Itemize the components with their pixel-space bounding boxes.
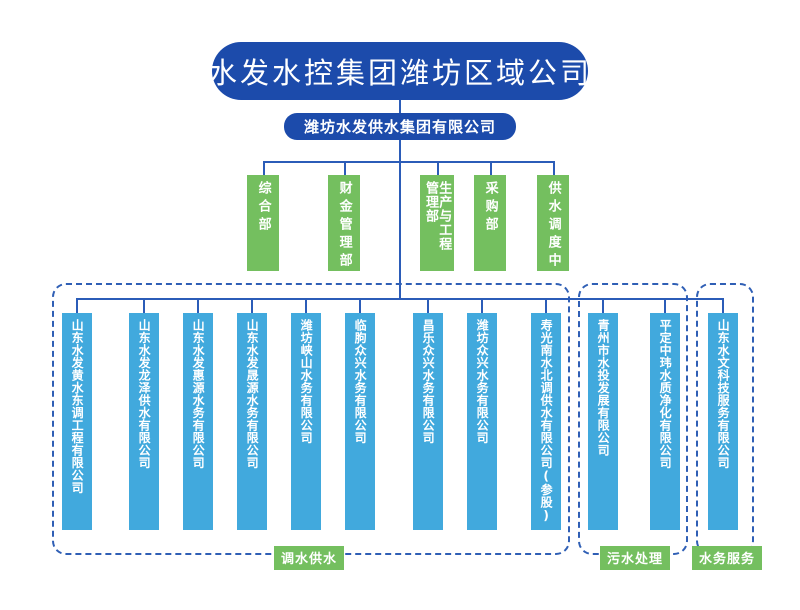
department-node-general-office[interactable]: 综合部 — [247, 175, 279, 271]
subsidiary-label: 潍坊众兴水务有限公司 — [475, 319, 490, 444]
department-label: 综合部 — [255, 181, 271, 235]
subsidiary-node-weifang-xiashan[interactable]: 潍坊峡山水务有限公司 — [291, 313, 321, 530]
connector-sub-2 — [143, 298, 145, 314]
connector-sub-3 — [197, 298, 199, 314]
department-label-col-2: 管理部 — [423, 181, 438, 223]
connector-sub-5 — [305, 298, 307, 314]
subsidiary-node-shouguang-nanshuibeidiao[interactable]: 寿光南水北调供水有限公司(参股) — [531, 313, 561, 530]
subsidiary-label: 昌乐众兴水务有限公司 — [421, 319, 436, 444]
subsidiary-label: 山东水发晟源水务有限公司 — [245, 319, 260, 469]
subsidiary-label: 青州市水投发展有限公司 — [596, 319, 611, 457]
second-level-node-box: 潍坊水发供水集团有限公司 — [284, 113, 516, 140]
subsidiary-label: 潍坊峡山水务有限公司 — [299, 319, 314, 444]
department-node-finance-management[interactable]: 财金管理部 — [328, 175, 360, 271]
subsidiary-horizontal-bus — [77, 298, 723, 300]
subsidiary-node-qingzhou-shuitou[interactable]: 青州市水投发展有限公司 — [588, 313, 618, 530]
department-node-procurement[interactable]: 采购部 — [474, 175, 506, 271]
department-label-col-1: 生产与工程 — [436, 181, 452, 251]
department-node-water-dispatch-center[interactable]: 供水调度中心 — [537, 175, 569, 271]
department-horizontal-bus — [264, 161, 554, 163]
category-tag-water-transfer-supply: 调水供水 — [274, 546, 345, 570]
connector-sub-7 — [427, 298, 429, 314]
connector-dept-2 — [344, 161, 346, 175]
connector-root-to-second-level — [399, 100, 401, 113]
subsidiary-node-shandong-shuifa-huangshui-dongdiao[interactable]: 山东水发黄水东调工程有限公司 — [62, 313, 92, 530]
connector-sub-9 — [545, 298, 547, 314]
subsidiary-label: 山东水发龙泽供水有限公司 — [137, 319, 152, 469]
connector-sub-4 — [251, 298, 253, 314]
connector-dept-3 — [437, 161, 439, 175]
subsidiary-node-shandong-shuifa-shengyuan[interactable]: 山东水发晟源水务有限公司 — [237, 313, 267, 530]
department-node-production-engineering[interactable]: 生产与工程 管理部 — [420, 175, 454, 271]
connector-trunk-to-subsidiaries — [399, 161, 401, 298]
subsidiary-label: 平定中玮水质净化有限公司 — [658, 319, 673, 469]
subsidiary-node-pingding-zhongwei[interactable]: 平定中玮水质净化有限公司 — [650, 313, 680, 530]
subsidiary-node-shandong-shuiwen-keji[interactable]: 山东水文科技服务有限公司 — [708, 313, 738, 530]
category-tag-sewage-treatment: 污水处理 — [600, 546, 671, 570]
subsidiary-node-changle-zhongxing[interactable]: 昌乐众兴水务有限公司 — [413, 313, 443, 530]
subsidiary-label: 山东水文科技服务有限公司 — [716, 319, 731, 469]
connector-sub-12 — [722, 298, 724, 314]
subsidiary-node-weifang-zhongxing[interactable]: 潍坊众兴水务有限公司 — [467, 313, 497, 530]
subsidiary-node-shandong-shuifa-longze[interactable]: 山东水发龙泽供水有限公司 — [129, 313, 159, 530]
department-label: 财金管理部 — [336, 181, 352, 271]
connector-dept-1 — [263, 161, 265, 175]
connector-sub-8 — [481, 298, 483, 314]
department-label: 供水调度中心 — [545, 181, 561, 271]
subsidiary-label: 临朐众兴水务有限公司 — [353, 319, 368, 444]
subsidiary-node-linqu-zhongxing[interactable]: 临朐众兴水务有限公司 — [345, 313, 375, 530]
department-label: 采购部 — [482, 181, 498, 235]
subsidiary-label: 山东水发惠源水务有限公司 — [191, 319, 206, 469]
connector-sub-10 — [602, 298, 604, 314]
connector-second-level-trunk — [399, 140, 401, 162]
root-node-box: 水发水控集团潍坊区域公司 — [208, 42, 589, 100]
subsidiary-label: 寿光南水北调供水有限公司(参股) — [539, 319, 554, 523]
connector-sub-6 — [359, 298, 361, 314]
subsidiary-node-shandong-shuifa-huiyuan[interactable]: 山东水发惠源水务有限公司 — [183, 313, 213, 530]
connector-dept-4 — [490, 161, 492, 175]
connector-sub-1 — [76, 298, 78, 314]
subsidiary-label: 山东水发黄水东调工程有限公司 — [70, 319, 85, 494]
category-tag-water-services: 水务服务 — [692, 546, 763, 570]
connector-sub-11 — [664, 298, 666, 314]
connector-dept-5 — [553, 161, 555, 175]
